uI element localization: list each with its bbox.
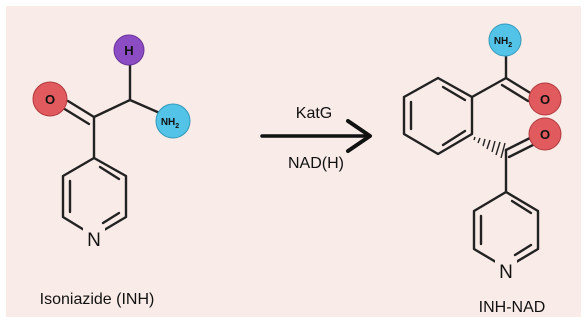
product-ring-amide-bond <box>470 76 508 99</box>
reactant-hydrogen-label: H <box>124 43 133 58</box>
product-amide-oxygen-circle <box>528 82 562 116</box>
product-ketone-co-bond-b <box>507 143 535 159</box>
product-pyridine-double-bond-2 <box>510 199 533 215</box>
product-benzene-double-bond-3 <box>441 129 467 147</box>
reactant-oxygen-label: O <box>45 92 55 107</box>
product-amide-co-bond-a <box>504 76 534 96</box>
wedge-hash-2 <box>477 137 481 144</box>
reactant-nn-bond <box>128 98 164 116</box>
reactant-amine-subscript: 2 <box>175 123 179 130</box>
inh-nad-molecule: N NH2 O O <box>402 23 562 283</box>
arrow-cofactor-label: NAD(H) <box>288 155 344 172</box>
reactant-oxygen-atom: O <box>32 81 68 117</box>
product-pyridine-ring: N <box>472 190 540 283</box>
reactant-n-mask <box>83 228 105 250</box>
product-name: INH-NAD <box>479 299 546 316</box>
reactant-cn-bond <box>92 98 132 119</box>
wedge-hash-3 <box>482 138 486 147</box>
product-amide-atom: NH2 <box>488 23 522 57</box>
product-benzene-double-bond-2 <box>441 85 467 102</box>
reactant-amine-circle <box>155 103 191 139</box>
reactant-hydrogen-circle <box>113 34 145 66</box>
isoniazid-molecule: N O H <box>32 34 191 251</box>
reactant-ring-nitrogen-label: N <box>87 230 101 251</box>
wedge-hash-5 <box>491 140 496 153</box>
reactant-pyridine-ring: N <box>61 156 128 251</box>
product-amide-co-bond-b <box>500 83 530 103</box>
product-n-mask <box>495 260 517 282</box>
wedge-hash-4 <box>486 139 491 150</box>
product-amide-circle <box>488 23 522 57</box>
reactant-oxygen-circle <box>32 81 68 117</box>
product-amide-oxygen-label: O <box>540 92 550 107</box>
product-amide-symbol: NH <box>494 36 508 47</box>
wedge-hash-1 <box>473 136 476 141</box>
arrow-head <box>346 119 372 153</box>
product-benzene-ring <box>402 76 474 156</box>
reactant-ring-bonds <box>61 156 128 238</box>
product-ketone-co-bond-a <box>504 136 532 152</box>
product-ketone-oxygen-atom: O <box>528 117 562 151</box>
reactant-hydrogen-atom: H <box>113 34 145 66</box>
product-pyridine-bonds <box>472 190 540 270</box>
reactant-amine-atom: NH2 <box>155 103 191 139</box>
product-ketone-oxygen-label: O <box>540 127 550 142</box>
reactant-name: Isoniazide (INH) <box>40 291 155 308</box>
product-amide-label: NH2 <box>494 36 512 49</box>
product-amide-oxygen-atom: O <box>528 82 562 116</box>
product-benzene-bonds <box>402 76 474 156</box>
reactant-amine-label: NH2 <box>161 117 179 130</box>
product-amide-subscript: 2 <box>508 42 512 49</box>
wedge-hash-6 <box>495 141 501 156</box>
product-hashed-wedge-bond <box>473 136 506 159</box>
product-ketone-oxygen-circle <box>528 117 562 151</box>
product-pyridine-double-bond-3 <box>513 243 533 257</box>
reactant-amine-symbol: NH <box>161 117 175 128</box>
wedge-hash-7 <box>500 142 506 159</box>
reactant-ring-double-bond-3 <box>101 211 121 225</box>
reactant-ring-double-bond-2 <box>98 165 121 181</box>
arrow-enzyme-label: KatG <box>296 105 332 122</box>
reactant-co-bond-a <box>66 99 96 119</box>
reactant-co-bond-b <box>61 106 91 126</box>
product-ring-nitrogen-label: N <box>499 262 513 283</box>
reaction-arrow: KatG NAD(H) <box>260 105 372 172</box>
